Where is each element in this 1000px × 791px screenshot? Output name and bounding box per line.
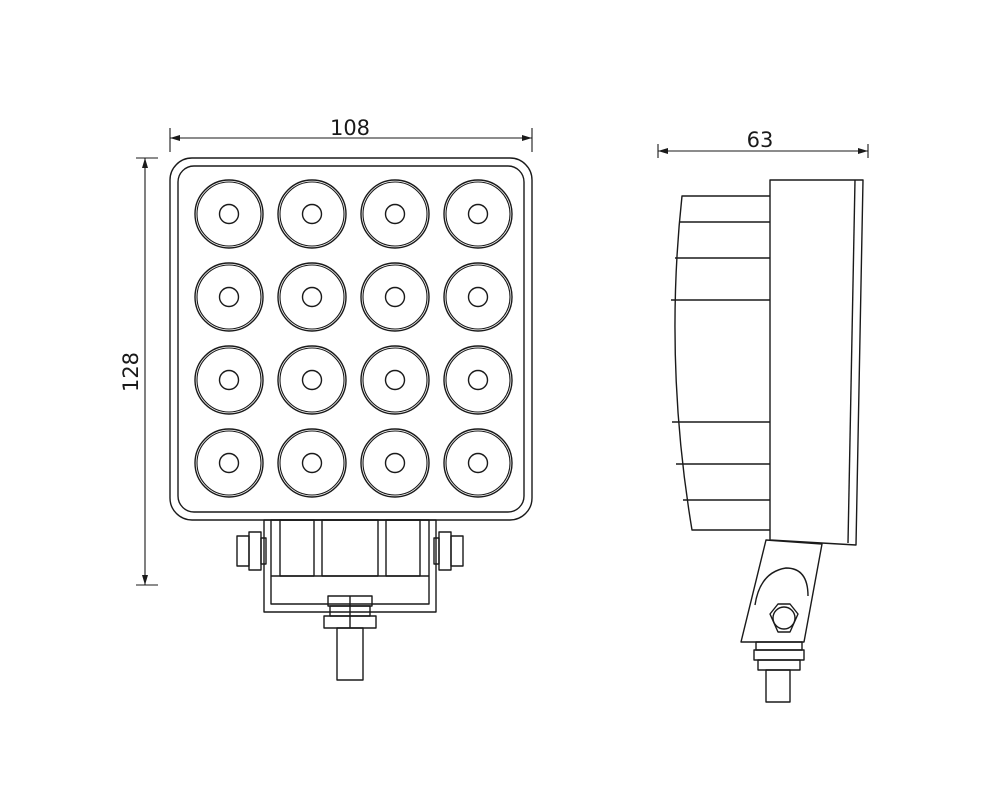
- led-4-4: [443, 428, 513, 498]
- housing-inner: [177, 165, 525, 513]
- led-2-1: [194, 262, 264, 332]
- housing-outer: [169, 157, 533, 521]
- side-view: 63: [657, 128, 869, 703]
- led-3-4: [443, 345, 513, 415]
- led-4-3: [360, 428, 430, 498]
- dimension-width: 108: [169, 116, 533, 152]
- led-2-2: [277, 262, 347, 332]
- bottom-bolt: [323, 595, 377, 681]
- dimension-height-label: 128: [119, 352, 143, 392]
- swivel-arm-curve: [754, 567, 809, 606]
- bracket-bolt-left: [236, 531, 267, 571]
- heat-sink-fins-upper: [671, 221, 770, 301]
- bracket-bolt-right: [433, 531, 464, 571]
- dimension-height: 128: [119, 157, 158, 586]
- led-3-2: [277, 345, 347, 415]
- led-4-1: [194, 428, 264, 498]
- led-2-3: [360, 262, 430, 332]
- led-3-1: [194, 345, 264, 415]
- led-1-1: [194, 179, 264, 249]
- led-1-2: [277, 179, 347, 249]
- side-bolt-head: [769, 603, 799, 633]
- swivel-arm: [740, 539, 823, 643]
- heat-sink-body: [674, 195, 770, 531]
- side-housing-front: [769, 179, 864, 546]
- dimension-depth-label: 63: [747, 128, 774, 152]
- led-3-3: [360, 345, 430, 415]
- led-2-4: [443, 262, 513, 332]
- dimension-width-label: 108: [330, 116, 370, 140]
- side-bolt-nut: [772, 606, 796, 630]
- front-view: 108 128: [119, 116, 533, 681]
- led-4-2: [277, 428, 347, 498]
- dimension-depth: 63: [657, 128, 869, 158]
- heat-sink-fins-lower: [672, 421, 770, 501]
- led-1-4: [443, 179, 513, 249]
- led-grid: [194, 179, 513, 498]
- led-1-3: [360, 179, 430, 249]
- side-bottom-bolt: [753, 641, 805, 703]
